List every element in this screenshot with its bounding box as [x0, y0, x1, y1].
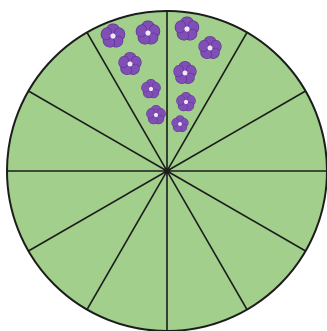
flower-center: [128, 62, 133, 67]
flower-center: [178, 122, 182, 126]
flower-center: [154, 113, 158, 117]
flower-center: [184, 26, 189, 31]
flower-center: [110, 33, 115, 38]
flower-center: [183, 71, 188, 76]
flower-center: [145, 30, 150, 35]
flower-center: [208, 46, 213, 51]
flower-center: [149, 87, 153, 91]
flower-center: [184, 100, 188, 104]
